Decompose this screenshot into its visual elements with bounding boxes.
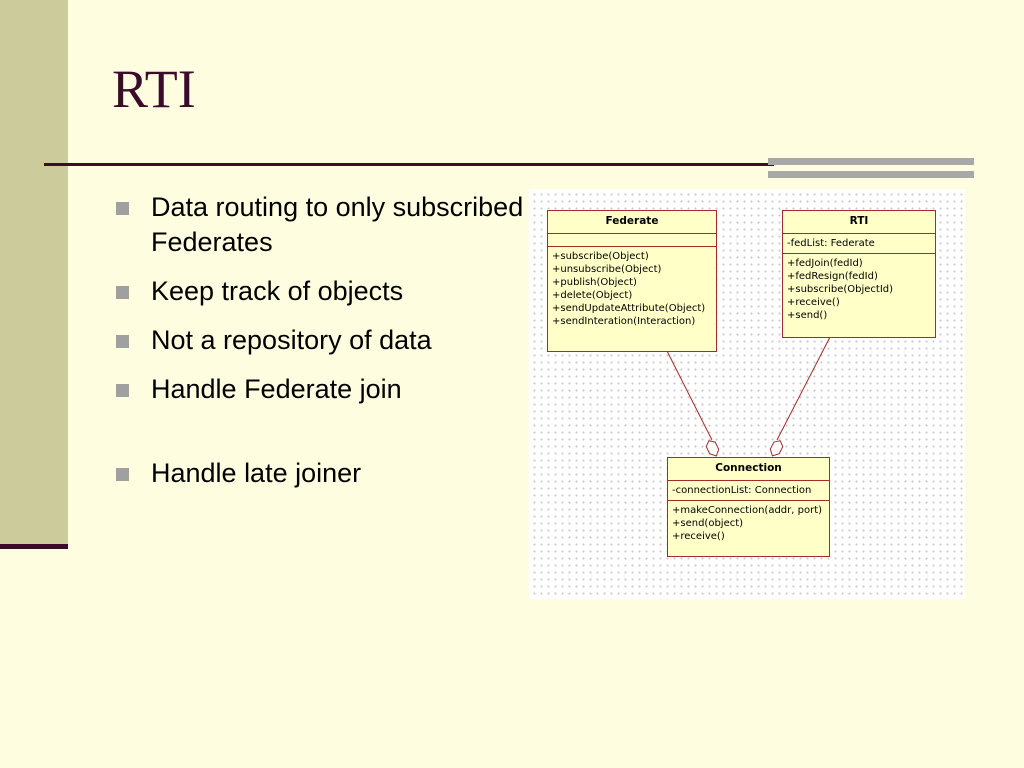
left-band-accent-line [0, 544, 68, 549]
bullet-square-icon [116, 384, 129, 397]
bullet-item: Keep track of objects [116, 274, 526, 309]
bullet-item: Not a repository of data [116, 323, 526, 358]
class-name: Connection [668, 458, 829, 481]
rti-connection-link [776, 336, 831, 441]
class-attributes: -fedList: Federate [783, 234, 935, 254]
bullet-list: Data routing to only subscribed Federate… [116, 190, 526, 505]
association-links [666, 336, 831, 457]
aggregation-diamond-icon [769, 440, 784, 457]
rti-class[interactable]: RTI -fedList: Federate +fedJoin(fedId) +… [782, 210, 936, 338]
federate-connection-link [666, 350, 713, 441]
bullet-item: Handle Federate join [116, 372, 526, 407]
class-name: RTI [783, 211, 935, 234]
bullet-square-icon [116, 335, 129, 348]
bullet-item: Handle late joiner [116, 456, 526, 491]
slide-title: RTI [112, 59, 196, 119]
bullet-square-icon [116, 468, 129, 481]
uml-class-diagram: Federate +subscribe(Object) +unsubscribe… [529, 189, 965, 599]
class-attributes [548, 234, 716, 247]
federate-class[interactable]: Federate +subscribe(Object) +unsubscribe… [547, 210, 717, 352]
class-name: Federate [548, 211, 716, 234]
class-operations: +fedJoin(fedId) +fedResign(fedId) +subsc… [787, 258, 894, 321]
title-divider-accent [768, 158, 974, 180]
bullet-square-icon [116, 202, 129, 215]
bullet-square-icon [116, 286, 129, 299]
bullet-item: Data routing to only subscribed Federate… [116, 190, 526, 260]
class-operations: +makeConnection(addr, port) +send(object… [672, 505, 823, 542]
class-operations: +subscribe(Object) +unsubscribe(Object) … [552, 251, 706, 327]
class-attributes: -connectionList: Connection [668, 481, 829, 501]
connection-class[interactable]: Connection -connectionList: Connection +… [667, 457, 830, 557]
left-decorative-band [0, 0, 68, 545]
title-divider [44, 163, 774, 166]
aggregation-diamond-icon [705, 440, 720, 457]
